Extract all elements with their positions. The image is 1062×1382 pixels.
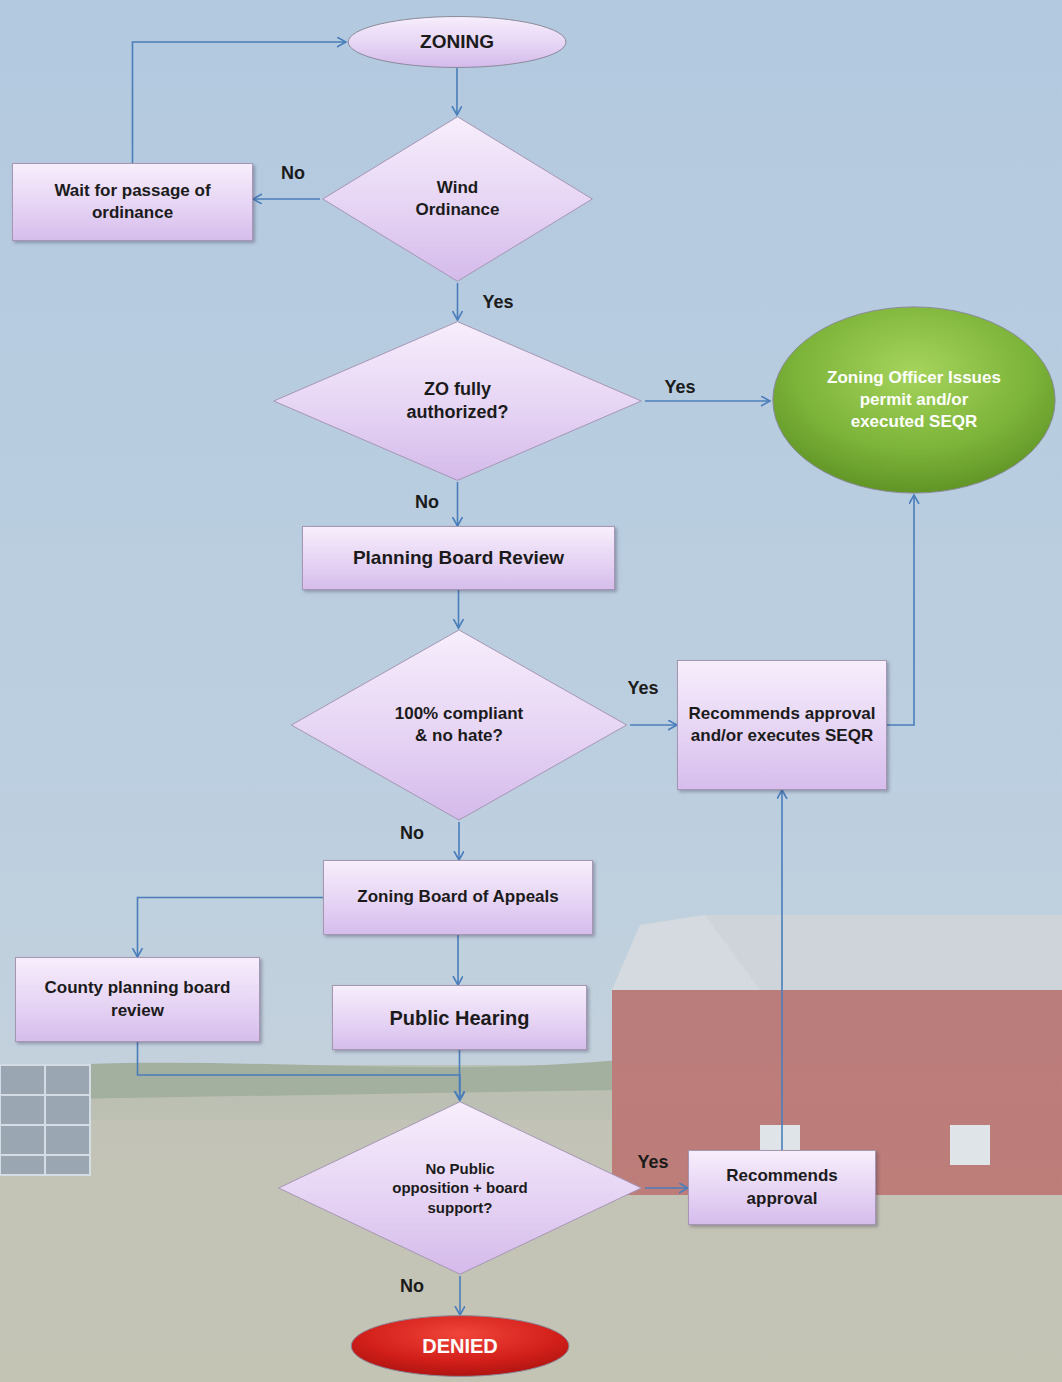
process-box: County planning board review <box>15 957 260 1042</box>
flow-connector <box>253 198 320 200</box>
node-text: County planning board review <box>28 977 248 1021</box>
diamond-outline <box>320 115 595 283</box>
flow-connector <box>456 68 458 115</box>
edge-label: No <box>400 1276 424 1297</box>
flow-connector <box>781 790 783 1150</box>
process-box: Wait for passage of ordinance <box>12 163 253 241</box>
result-ellipse: Zoning Officer Issues permit and/or exec… <box>770 305 1058 495</box>
decision-diamond: ZO fully authorized? <box>270 320 645 482</box>
flow-connector <box>645 1187 688 1189</box>
flow-connector <box>887 495 914 725</box>
node-text: Recommends approval <box>700 1165 865 1209</box>
edge-label: Yes <box>482 292 513 313</box>
node-text: Recommends approval and/or executes SEQR <box>687 703 877 747</box>
flow-connector <box>457 935 459 985</box>
flow-connector <box>459 1276 461 1315</box>
flow-connector <box>645 400 770 402</box>
flow-connector <box>138 898 324 958</box>
flow-connector <box>630 724 677 726</box>
flow-connector <box>133 42 346 163</box>
diamond-outline <box>270 320 645 482</box>
node-text: Zoning Officer Issues permit and/or exec… <box>822 367 1007 433</box>
edge-label: No <box>400 823 424 844</box>
process-box: Zoning Board of Appeals <box>323 860 593 935</box>
start-ellipse: ZONING <box>346 16 568 68</box>
node-text: ZONING <box>377 30 537 55</box>
flow-connector <box>457 482 459 526</box>
decision-diamond: No Public opposition + board support? <box>275 1100 645 1276</box>
edge-label: Yes <box>637 1152 668 1173</box>
edge-label: No <box>415 492 439 513</box>
decision-diamond: Wind Ordinance <box>320 115 595 283</box>
diamond-outline <box>288 628 630 822</box>
edge-label: No <box>281 163 305 184</box>
edge-label: Yes <box>627 678 658 699</box>
edge-label: Yes <box>664 377 695 398</box>
node-text: Zoning Board of Appeals <box>338 886 578 908</box>
node-text: DENIED <box>380 1333 540 1359</box>
node-text: Planning Board Review <box>314 546 604 571</box>
flow-connector <box>459 1050 461 1100</box>
node-text: Public Hearing <box>342 1005 577 1031</box>
node-text: ZO fully authorized? <box>383 378 533 425</box>
flow-connector <box>458 822 460 860</box>
node-text: No Public opposition + board support? <box>390 1159 530 1218</box>
process-box: Planning Board Review <box>302 526 615 590</box>
node-text: Wind Ordinance <box>403 177 513 221</box>
flow-connector <box>138 1042 461 1100</box>
process-box: Recommends approval and/or executes SEQR <box>677 660 887 790</box>
denied-ellipse: DENIED <box>349 1315 571 1377</box>
node-text: 100% compliant & no hate? <box>394 703 524 747</box>
flow-connector <box>457 283 459 320</box>
flow-connector <box>458 590 460 628</box>
decision-diamond: 100% compliant & no hate? <box>288 628 630 822</box>
process-box: Recommends approval <box>688 1150 876 1225</box>
farm-scene <box>0 915 1062 1382</box>
node-text: Wait for passage of ordinance <box>23 180 243 224</box>
process-box: Public Hearing <box>332 985 587 1050</box>
